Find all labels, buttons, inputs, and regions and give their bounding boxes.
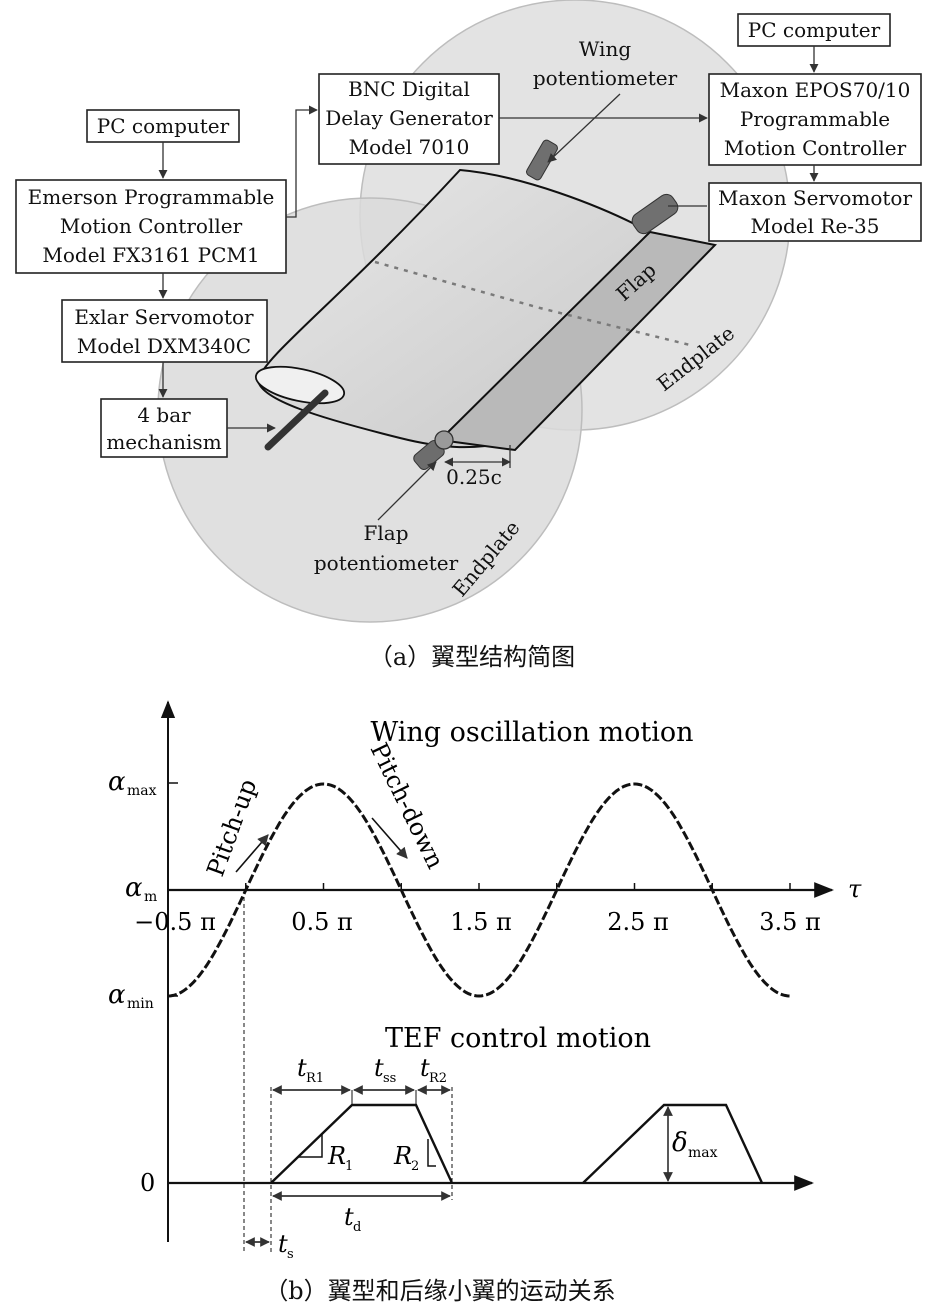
tss-label: t ss bbox=[374, 1054, 396, 1086]
svg-text:min: min bbox=[127, 996, 154, 1012]
right-pc-box: PC computer bbox=[737, 13, 891, 47]
svg-text:α: α bbox=[108, 767, 126, 797]
svg-text:t: t bbox=[374, 1054, 384, 1082]
exlar-servomotor-box: Exlar Servomotor Model DXM340C bbox=[61, 299, 268, 363]
tick-label: 3.5 π bbox=[759, 908, 821, 936]
chord-label: 0.25c bbox=[446, 465, 502, 489]
svg-text:mechanism: mechanism bbox=[106, 430, 221, 454]
pitch-up-label: Pitch-up bbox=[201, 775, 262, 880]
svg-text:Model 7010: Model 7010 bbox=[349, 135, 470, 159]
zero-label: 0 bbox=[140, 1169, 155, 1197]
wing-pot-label-1: Wing bbox=[579, 37, 631, 61]
tR2-label: t R2 bbox=[420, 1054, 447, 1086]
svg-text:Motion Controller: Motion Controller bbox=[724, 136, 907, 160]
alpha-min-label: α min bbox=[108, 980, 154, 1012]
emerson-controller-box: Emerson Programmable Motion Controller M… bbox=[15, 179, 287, 274]
wing-potentiometer-shaft bbox=[526, 139, 558, 181]
svg-text:t: t bbox=[297, 1054, 307, 1082]
svg-text:d: d bbox=[353, 1220, 361, 1235]
delta-max-label: δ max bbox=[672, 1128, 718, 1161]
svg-text:Model FX3161 PCM1: Model FX3161 PCM1 bbox=[42, 243, 259, 267]
wing-body bbox=[256, 168, 652, 449]
svg-text:Emerson Programmable: Emerson Programmable bbox=[28, 185, 275, 209]
svg-text:R: R bbox=[327, 1142, 346, 1170]
svg-text:t: t bbox=[344, 1203, 354, 1231]
svg-text:max: max bbox=[127, 783, 157, 799]
caption-b: （b）翼型和后缘小翼的运动关系 bbox=[264, 1277, 615, 1305]
R2-label: R 2 bbox=[393, 1142, 419, 1174]
bnc-delay-generator-box: BNC Digital Delay Generator Model 7010 bbox=[318, 73, 500, 165]
svg-text:PC computer: PC computer bbox=[748, 18, 881, 42]
servomotor-shaft bbox=[631, 193, 679, 235]
four-bar-rod bbox=[264, 389, 329, 451]
pitch-down-label: Pitch-down bbox=[365, 738, 450, 873]
svg-text:Model DXM340C: Model DXM340C bbox=[77, 334, 251, 358]
svg-text:R1: R1 bbox=[306, 1071, 324, 1086]
tef-control-title: TEF control motion bbox=[385, 1023, 651, 1054]
flap-pot-label-1: Flap bbox=[364, 521, 409, 545]
svg-text:ss: ss bbox=[383, 1071, 396, 1086]
svg-text:Delay Generator: Delay Generator bbox=[325, 106, 493, 130]
svg-text:δ: δ bbox=[672, 1128, 688, 1158]
td-label: t d bbox=[344, 1203, 361, 1235]
svg-text:PC computer: PC computer bbox=[97, 114, 230, 138]
svg-text:t: t bbox=[278, 1230, 288, 1258]
svg-text:BNC Digital: BNC Digital bbox=[348, 77, 470, 101]
svg-text:Motion Controller: Motion Controller bbox=[60, 214, 243, 238]
svg-text:4 bar: 4 bar bbox=[137, 403, 191, 427]
alpha-max-label: α max bbox=[108, 767, 157, 799]
svg-text:max: max bbox=[688, 1145, 718, 1161]
svg-text:Maxon Servomotor: Maxon Servomotor bbox=[718, 186, 912, 210]
wing-oscillation-title: Wing oscillation motion bbox=[370, 717, 693, 748]
flap-pot-label-2: potentiometer bbox=[314, 551, 459, 575]
svg-text:t: t bbox=[420, 1054, 430, 1082]
caption-a: （a）翼型结构简图 bbox=[369, 643, 575, 671]
wing-oscillation-curve bbox=[167, 782, 791, 998]
svg-text:1: 1 bbox=[345, 1159, 353, 1174]
tick-label: 1.5 π bbox=[450, 908, 512, 936]
svg-text:Model Re-35: Model Re-35 bbox=[750, 214, 879, 238]
wing-axis bbox=[374, 260, 691, 347]
svg-text:Programmable: Programmable bbox=[740, 107, 890, 131]
flap-trapezoid-1 bbox=[270, 1103, 454, 1184]
svg-text:R: R bbox=[393, 1142, 412, 1170]
tR1-label: t R1 bbox=[297, 1054, 324, 1086]
wing-pot-label-2: potentiometer bbox=[533, 66, 678, 90]
tau-label: τ bbox=[848, 875, 862, 903]
tick-label: 0.5 π bbox=[291, 908, 353, 936]
svg-text:α: α bbox=[108, 980, 126, 1010]
tick-label: −0.5 π bbox=[134, 908, 216, 936]
svg-text:2: 2 bbox=[411, 1159, 419, 1174]
svg-text:α: α bbox=[125, 873, 143, 903]
svg-text:Exlar Servomotor: Exlar Servomotor bbox=[74, 305, 254, 329]
alpha-m-label: α m bbox=[125, 873, 157, 905]
left-pc-box: PC computer bbox=[86, 109, 240, 143]
R1-label: R 1 bbox=[327, 1142, 353, 1174]
svg-text:m: m bbox=[144, 889, 157, 905]
motion-plot bbox=[160, 700, 834, 1252]
svg-text:Maxon EPOS70/10: Maxon EPOS70/10 bbox=[720, 78, 911, 102]
flap-surface bbox=[437, 230, 718, 452]
connector-lines bbox=[158, 46, 819, 521]
tick-label: 2.5 π bbox=[607, 908, 669, 936]
four-bar-box: 4 bar mechanism bbox=[100, 398, 228, 458]
ts-label: t s bbox=[278, 1230, 294, 1262]
flap-trapezoid-2 bbox=[582, 1103, 764, 1184]
maxon-servomotor-box: Maxon Servomotor Model Re-35 bbox=[708, 182, 922, 242]
svg-text:s: s bbox=[287, 1247, 294, 1262]
svg-text:R2: R2 bbox=[429, 1071, 447, 1086]
epos-controller-box: Maxon EPOS70/10 Programmable Motion Cont… bbox=[708, 73, 922, 166]
